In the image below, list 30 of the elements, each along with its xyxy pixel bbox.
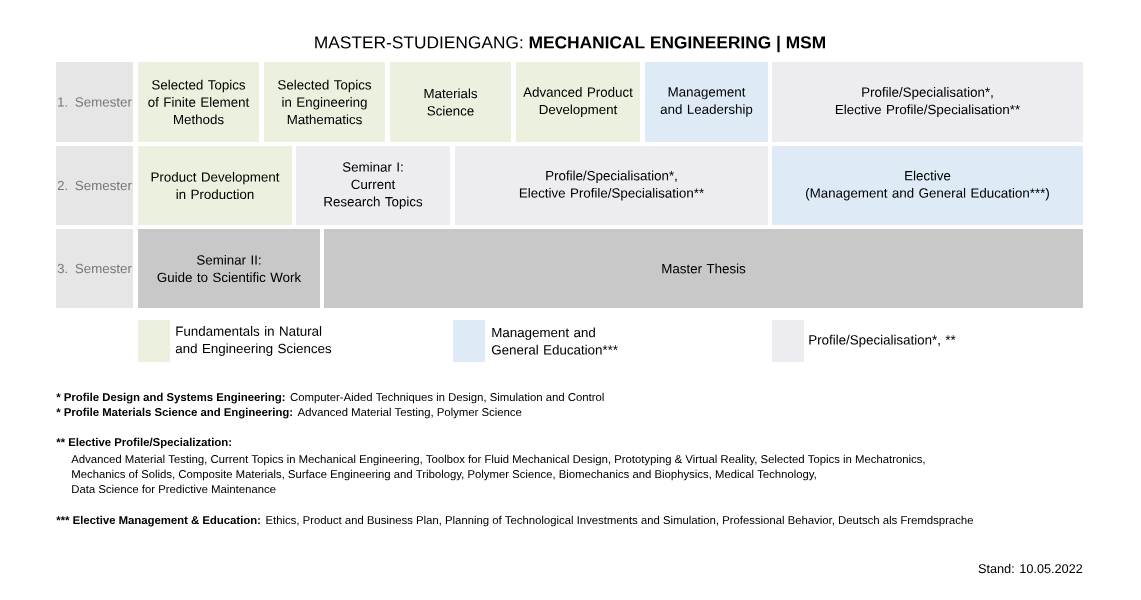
module-box: Management and Leadership [645,62,768,142]
module-box: Selected Topics in Engineering Mathematics [264,62,385,142]
module-box: Selected Topics of Finite Element Methods [138,62,259,142]
legend-text: Fundamentals in Natural and Engineering Sciences [175,326,332,356]
footnote-text: Advanced Material Testing, Current Topics in Mechanical Engineering, Toolbox for Fluid Mechanical Design, Prototyping & Virtual Reality, Selected Topics in Mechatronics, [71,454,925,466]
footnote-text: Data Science for Predictive Maintenance [72,484,276,494]
date-note: Stand: 10.05.2022 [978,563,1083,574]
footnote-text: Mechanics of Solids, Composite Materials, Surface Engineering and Tribology, Polymer Science, Biomechanics and Biophysics, Medical Technology, [72,469,816,481]
module-box: Product Development in Production [138,146,292,225]
footnote-heading: *** Elective Management & Education: [56,515,260,527]
footnote-heading: * Profile Design and Systems Engineering: [56,392,285,404]
footnote-text: Advanced Material Testing, Polymer Science [297,407,522,419]
module-box: Master Thesis [324,229,1083,308]
semester-label: 3. Semester [56,229,133,308]
module-box: Profile/Specialisation*, Elective Profile/Specialisation** [455,146,768,225]
module-box: Seminar I: Current Research Topics [296,146,450,225]
module-box: Elective (Management and General Education***) [772,146,1083,225]
module-box: Seminar II: Guide to Scientific Work [138,229,320,308]
footnote-text: Computer-Aided Techniques in Design, Simulation and Control [290,392,604,404]
module-box: Materials Science [390,62,511,142]
module-box: Profile/Specialisation*, Elective Profile/Specialisation** [772,62,1083,142]
module-box: Advanced Product Development [516,62,640,142]
legend-text: Management and General Education*** [491,327,618,355]
footnote-heading: ** Elective Profile/Specialization: [56,437,231,449]
semester-label: 1. Semester [56,62,133,142]
semester-label: 2. Semester [56,146,133,225]
footnote-text: Ethics, Product and Business Plan, Planning of Technological Investments and Simulation, Professional Behavior, Deutsch als Fremdsprache [266,515,973,527]
title: MASTER-STUDIENGANG: MECHANICAL ENGINEERING | MSM [315,35,825,53]
footnote-heading: * Profile Materials Science and Engineering: [56,407,292,419]
legend-text: Profile/Specialisation*, ** [809,334,956,348]
